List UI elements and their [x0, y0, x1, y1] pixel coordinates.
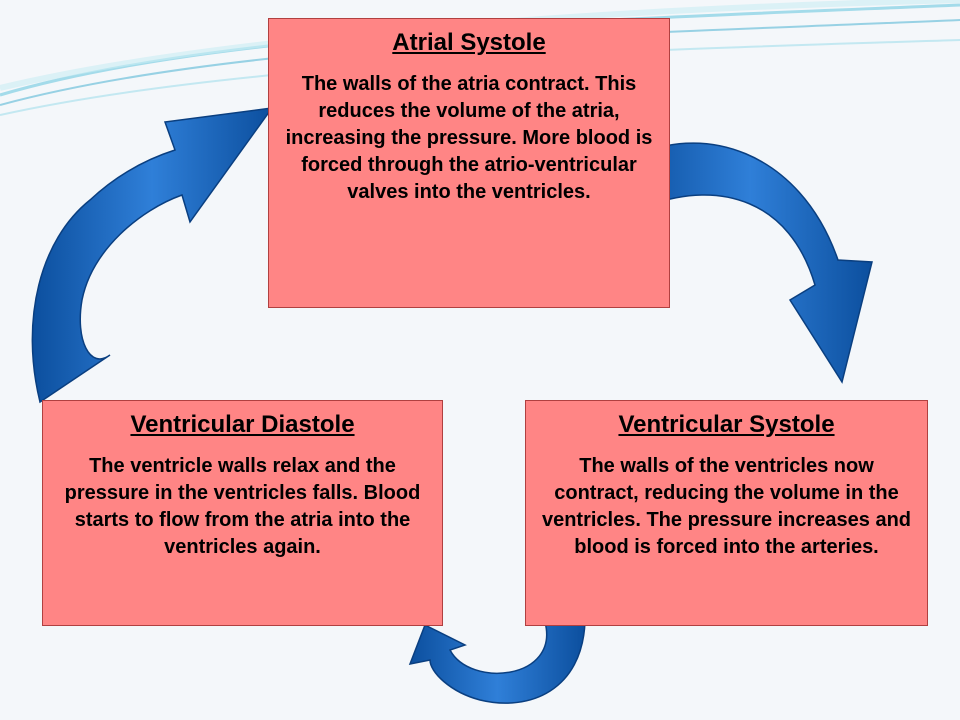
arrow-ventricular-systole-to-diastole: [408, 621, 586, 704]
arrow-atrial-to-ventricular-systole: [627, 142, 873, 384]
ventricular-diastole-description: The ventricle walls relax and the pressu…: [64, 455, 421, 558]
atrial-systole-description: The walls of the atria contract. This re…: [285, 73, 653, 203]
ventricular-systole-description: The walls of the ventricles now contract…: [541, 455, 912, 558]
atrial-systole-box: Atrial Systole The walls of the atria co…: [268, 18, 670, 308]
arrow-ventricular-diastole-to-atrial: [31, 107, 274, 404]
ventricular-systole-title: Ventricular Systole: [618, 411, 835, 438]
atrial-systole-title: Atrial Systole: [392, 29, 546, 56]
ventricular-diastole-title: Ventricular Diastole: [130, 411, 355, 438]
ventricular-diastole-box: Ventricular Diastole The ventricle walls…: [42, 400, 443, 626]
ventricular-systole-box: Ventricular Systole The walls of the ven…: [525, 400, 928, 626]
